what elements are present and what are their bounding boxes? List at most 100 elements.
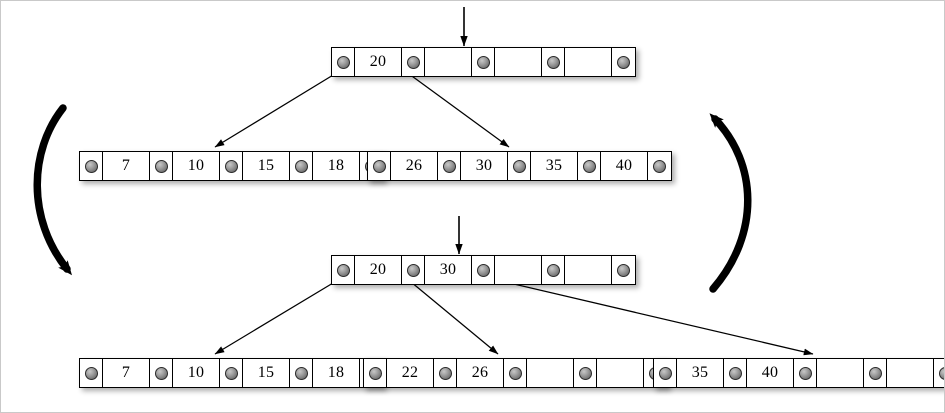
- pointer-cell: [290, 152, 313, 180]
- key-cell: 20: [355, 256, 402, 284]
- pointer-cell: [368, 152, 391, 180]
- key-cell: 7: [103, 359, 150, 387]
- pointer-dot-icon: [336, 263, 350, 277]
- key-cell: 15: [243, 359, 290, 387]
- edge-after-root-to-left-leaf: [214, 276, 344, 355]
- key-cell: 7: [103, 152, 150, 180]
- pointer-dot-icon: [336, 55, 350, 69]
- key-cell: 10: [173, 152, 220, 180]
- pointer-dot-icon: [84, 159, 98, 173]
- pointer-cell: [612, 48, 635, 76]
- pointer-dot-icon: [546, 55, 560, 69]
- pointer-dot-icon: [442, 159, 456, 173]
- pointer-dot-icon: [224, 366, 238, 380]
- key-cell: 26: [391, 152, 438, 180]
- pointer-dot-icon: [224, 159, 238, 173]
- key-cell: [527, 359, 574, 387]
- key-cell: 10: [173, 359, 220, 387]
- key-cell: 20: [355, 48, 402, 76]
- flow-arrow-left: [33, 104, 72, 276]
- pointer-cell: [504, 359, 527, 387]
- key-cell: 40: [601, 152, 648, 180]
- pointer-cell: [438, 152, 461, 180]
- root-node-before: 20: [331, 47, 636, 77]
- pointer-cell: [150, 359, 173, 387]
- pointer-cell: [612, 256, 635, 284]
- edge-after-root-to-right-leaf: [466, 272, 814, 356]
- pointer-dot-icon: [294, 366, 308, 380]
- key-cell: 26: [457, 359, 504, 387]
- leaf-node-after-left: 7 10 15 18: [79, 358, 384, 388]
- pointer-dot-icon: [868, 366, 882, 380]
- pointer-cell: [542, 48, 565, 76]
- pointer-dot-icon: [512, 159, 526, 173]
- pointer-cell: [150, 152, 173, 180]
- pointer-cell: [364, 359, 387, 387]
- pointer-cell: [402, 48, 425, 76]
- pointer-dot-icon: [546, 263, 560, 277]
- pointer-dot-icon: [476, 263, 490, 277]
- root-node-after: 20 30: [331, 255, 636, 285]
- key-cell: [887, 359, 934, 387]
- pointer-dot-icon: [653, 159, 666, 173]
- pointer-dot-icon: [798, 366, 812, 380]
- pointer-cell: [80, 359, 103, 387]
- key-cell: 30: [425, 256, 472, 284]
- pointer-cell: [864, 359, 887, 387]
- pointer-cell: [220, 152, 243, 180]
- pointer-dot-icon: [476, 55, 490, 69]
- pointer-cell: [654, 359, 677, 387]
- key-cell: 18: [313, 359, 360, 387]
- pointer-cell: [80, 152, 103, 180]
- pointer-dot-icon: [617, 55, 630, 69]
- leaf-node-before-right: 26 30 35 40: [367, 151, 672, 181]
- key-cell: [425, 48, 472, 76]
- key-cell: 35: [677, 359, 724, 387]
- pointer-cell: [724, 359, 747, 387]
- pointer-dot-icon: [582, 159, 596, 173]
- pointer-dot-icon: [406, 55, 420, 69]
- edge-after-root-to-middle-leaf: [404, 276, 499, 355]
- leaf-node-after-right: 35 40: [653, 358, 944, 388]
- pointer-dot-icon: [728, 366, 742, 380]
- pointer-dot-icon: [368, 366, 382, 380]
- pointer-cell: [574, 359, 597, 387]
- key-cell: [565, 256, 612, 284]
- pointer-cell: [472, 256, 495, 284]
- pointer-cell: [578, 152, 601, 180]
- key-cell: [565, 48, 612, 76]
- flow-arrow-right: [709, 113, 752, 293]
- pointer-cell: [934, 359, 944, 387]
- key-cell: [495, 48, 542, 76]
- pointer-cell: [332, 256, 355, 284]
- pointer-cell: [434, 359, 457, 387]
- pointer-cell: [542, 256, 565, 284]
- pointer-dot-icon: [508, 366, 522, 380]
- pointer-dot-icon: [438, 366, 452, 380]
- key-cell: [817, 359, 864, 387]
- key-cell: 35: [531, 152, 578, 180]
- pointer-cell: [402, 256, 425, 284]
- pointer-cell: [472, 48, 495, 76]
- pointer-dot-icon: [406, 263, 420, 277]
- key-cell: 40: [747, 359, 794, 387]
- pointer-dot-icon: [372, 159, 386, 173]
- pointer-dot-icon: [617, 263, 630, 277]
- key-cell: [495, 256, 542, 284]
- pointer-cell: [332, 48, 355, 76]
- key-cell: 22: [387, 359, 434, 387]
- key-cell: 15: [243, 152, 290, 180]
- pointer-cell: [290, 359, 313, 387]
- edge-before-root-to-right-leaf: [404, 70, 510, 148]
- pointer-dot-icon: [294, 159, 308, 173]
- key-cell: 18: [313, 152, 360, 180]
- pointer-dot-icon: [578, 366, 592, 380]
- pointer-dot-icon: [154, 159, 168, 173]
- pointer-cell: [220, 359, 243, 387]
- pointer-dot-icon: [84, 366, 98, 380]
- edge-before-root-to-left-leaf: [214, 68, 344, 148]
- pointer-dot-icon: [154, 366, 168, 380]
